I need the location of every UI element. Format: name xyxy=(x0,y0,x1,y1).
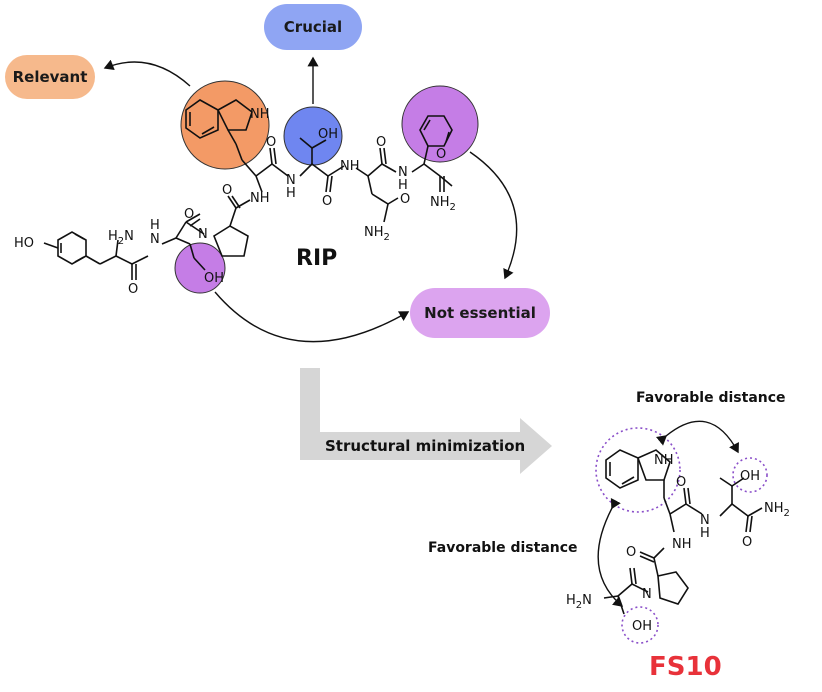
trp-o-label: O xyxy=(266,135,276,150)
fs10-trp-dotted-circle xyxy=(595,427,681,513)
tyr-o-label: O xyxy=(128,282,138,297)
fs10-thr-n-label: N xyxy=(700,513,710,528)
asn-side-o-label: O xyxy=(400,192,410,207)
fs10-distance-arrow-left xyxy=(597,497,624,607)
phe-h-label: H xyxy=(398,178,408,193)
fs10-thr-oh-label: OH xyxy=(740,469,760,484)
fs10-pro-o-label: O xyxy=(626,545,636,560)
ser-oh-label: OH xyxy=(204,271,224,286)
thr-o-label: O xyxy=(322,194,332,209)
fs10-pro-n-label: N xyxy=(642,587,652,602)
phe-highlight-circle xyxy=(401,85,479,163)
fs10-name: FS10 xyxy=(649,652,722,682)
crucial-label: Crucial xyxy=(264,4,362,50)
rip-name: RIP xyxy=(296,246,338,271)
fs10-thr-o-label: O xyxy=(742,535,752,550)
asn-nh2-label: NH2 xyxy=(364,225,390,243)
arrow-ser-to-not-essential xyxy=(214,291,410,343)
thr-oh-label: OH xyxy=(318,127,338,142)
tyr-nh2-label: H2N xyxy=(108,229,134,247)
ser-o-label: O xyxy=(184,207,194,222)
pro-o-label: O xyxy=(222,183,232,198)
asn-nh-label: NH xyxy=(340,159,360,174)
ser-highlight-circle xyxy=(174,242,226,294)
fs10-distance-label-top: Favorable distance xyxy=(636,390,786,406)
trp-indole-nh-label: NH xyxy=(250,107,270,122)
ser-nh-h: H xyxy=(150,218,160,233)
fs10-ser-oh-label: OH xyxy=(632,619,652,634)
ser-nh-n: N xyxy=(150,232,160,247)
fs10-thr-h-label: H xyxy=(700,526,710,541)
tyr-ho-label: HO xyxy=(14,236,34,251)
trp-nh-label: NH xyxy=(250,191,270,206)
fs10-thr-oh-dotted-circle xyxy=(732,457,768,493)
fs10-distance-arrow-top xyxy=(655,420,739,454)
asn-o-label: O xyxy=(376,135,386,150)
thr-h-label: H xyxy=(286,186,296,201)
phe-n-label: N xyxy=(398,165,408,180)
fs10-trp-o-label: O xyxy=(676,475,686,490)
not-essential-label: Not essential xyxy=(410,288,550,338)
fs10-structure xyxy=(603,449,763,615)
minimization-arrow xyxy=(300,368,552,474)
arrow-phe-to-not-essential xyxy=(469,151,518,280)
fs10-ser-oh-dotted-circle xyxy=(621,606,659,644)
thr-n-label: N xyxy=(286,173,296,188)
phe-o-label: O xyxy=(436,147,446,162)
fs10-h2n-label: H2N xyxy=(566,593,592,611)
phe-nh2-label: NH2 xyxy=(430,195,456,213)
arrow-to-relevant xyxy=(103,59,191,87)
relevant-label: Relevant xyxy=(5,55,95,99)
pro-n-label: N xyxy=(198,227,208,242)
fs10-distance-label-left: Favorable distance xyxy=(428,540,578,556)
fs10-indole-nh-label: NH xyxy=(654,453,674,468)
fs10-trp-nh-label: NH xyxy=(672,537,692,552)
fs10-nh2-label: NH2 xyxy=(764,501,790,519)
transition-label: Structural minimization xyxy=(325,437,526,455)
rip-structure xyxy=(43,99,453,280)
